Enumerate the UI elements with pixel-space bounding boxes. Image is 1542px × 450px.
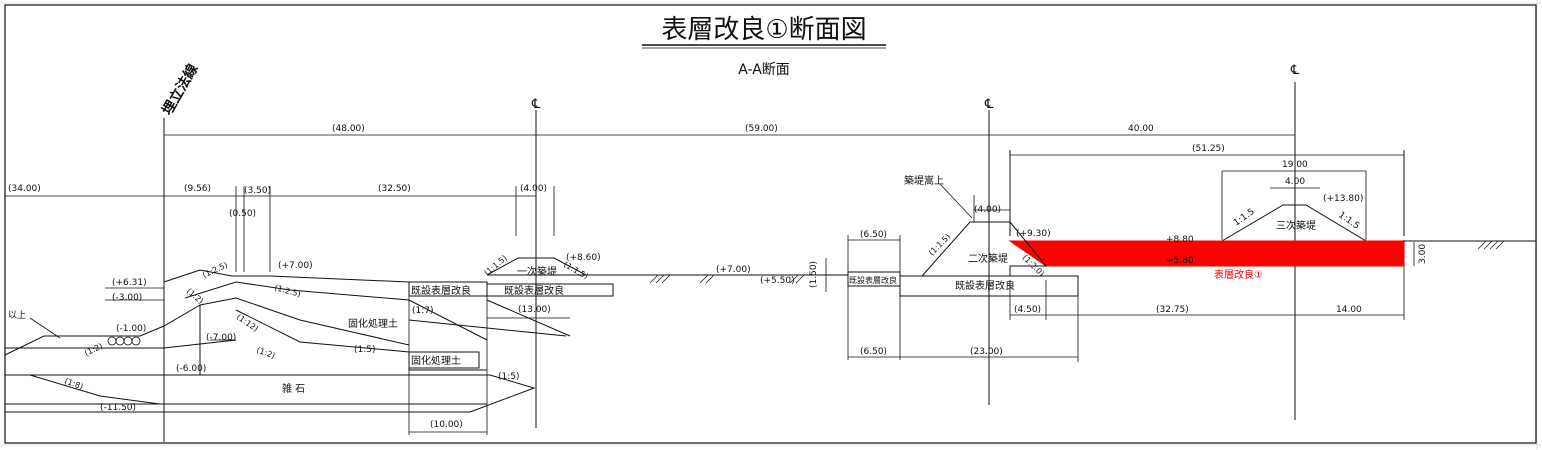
embankment-3-label: 三次築堤 <box>1276 219 1316 232</box>
elev-m100: (-1.00) <box>116 324 146 334</box>
elev-p700b: (+7.00) <box>716 265 751 275</box>
slope-1-25a: (1:2.5) <box>201 260 229 279</box>
elev-m700: (-7.00) <box>206 333 236 343</box>
reclamation-line-label: 埋立法線 <box>159 61 202 118</box>
dim-400b: (4.00) <box>974 205 1001 215</box>
solidified-soil-label-2: 固化処理土 <box>411 354 461 367</box>
left-section-lines <box>4 269 571 442</box>
slope-1-5-right: 1:1.5 <box>1336 210 1361 231</box>
dim-400a: (4.00) <box>520 184 547 194</box>
elev-p631: (+6.31) <box>112 278 147 288</box>
leader-above <box>29 317 61 339</box>
surface-improvement-label: 表層改良① <box>1214 268 1263 281</box>
centerline-mark-2: ℄ <box>984 97 994 112</box>
above-label: 以上 <box>8 310 26 321</box>
embankment-2-label: 二次築堤 <box>968 252 1008 265</box>
elev-m300: (-3.00) <box>112 293 142 303</box>
slope-1-5-left: 1:1.5 <box>1232 207 1257 228</box>
slope-1-2a: (1:2) <box>185 287 205 306</box>
elev-m600: (-6.00) <box>176 364 206 374</box>
elev-p930: (+9.30) <box>1016 229 1051 239</box>
ground-hatch-right <box>1477 240 1505 250</box>
centerline-mark-1: ℄ <box>531 97 541 112</box>
existing-improvement-label-3: 既設表層改良 <box>955 279 1015 292</box>
dim-650a: (6.50) <box>860 230 887 240</box>
slope-1-2c: (1:2) <box>83 342 104 358</box>
existing-improvement-label-4: 既設表層改良 <box>849 275 897 285</box>
dim-050: (0.50) <box>229 209 256 219</box>
elev-580: +5.80 <box>1166 256 1194 266</box>
drawing-frame <box>4 4 1537 444</box>
elev-p700a: (+7.00) <box>278 261 313 271</box>
labels: 一次築堤 二次築堤 三次築堤 既設表層改良 既設表層改良 既設表層改良 既設表層… <box>8 174 1316 395</box>
embankment-1-shape <box>486 257 587 276</box>
dim-19: 19.00 <box>1282 160 1308 170</box>
elevation-labels: (+6.31) (-3.00) (-1.00) (-7.00) (-6.00) … <box>100 194 1363 413</box>
dim-3250: (32.50) <box>378 184 411 194</box>
dim-400top: 4.00 <box>1285 177 1305 187</box>
dim-40: 40.00 <box>1128 124 1154 134</box>
existing-improvement-label-2: 既設表層改良 <box>504 284 564 297</box>
dim-59: (59.00) <box>745 124 778 134</box>
dim-1000: (10.00) <box>430 420 463 430</box>
elev-p550: (+5.50) <box>760 276 795 286</box>
crest-label: 築堤嵩上 <box>904 174 944 187</box>
elev-p860: (+8.60) <box>566 253 601 263</box>
dim-650b: (6.50) <box>860 347 887 357</box>
dim-34: (34.00) <box>8 184 41 194</box>
slope-1-15b: (1:1.5) <box>562 260 590 281</box>
dimension-lines <box>5 134 1415 435</box>
rubble-circles <box>107 336 141 346</box>
drawing-subtitle: A-A断面 <box>738 62 790 78</box>
slope-1-8: (1:8) <box>63 376 84 391</box>
solidified-soil-label-1: 固化処理土 <box>348 317 398 330</box>
dim-1400: 14.00 <box>1336 305 1362 315</box>
dimension-labels: (48.00) (59.00) 40.00 (51.25) 19.00 4.00… <box>8 124 1428 430</box>
dim-1300: (13.00) <box>518 305 551 315</box>
dim-5125: (51.25) <box>1192 144 1225 154</box>
leader-crest <box>939 183 973 219</box>
surface-improvement-band <box>1008 240 1405 267</box>
dim-956: (9.56) <box>184 184 211 194</box>
slope-1-25b: (1:2.5) <box>273 283 301 299</box>
dim-2300: (23.00) <box>970 347 1003 357</box>
slope-1-2b: (1:2) <box>255 345 276 360</box>
elev-880: +8.80 <box>1166 235 1194 245</box>
dim-48: (48.00) <box>332 124 365 134</box>
dim-3275: (32.75) <box>1156 305 1189 315</box>
slope-1-7: (1:7) <box>412 306 434 316</box>
existing-improvement-label-1: 既設表層改良 <box>411 284 471 297</box>
existing-improvement-box-3 <box>847 271 901 287</box>
slope-1-15c: (1:1.5) <box>927 232 952 257</box>
ground-hatch-mid <box>649 274 805 284</box>
drawing-title: 表層改良①断面図 <box>661 15 866 45</box>
dim-450: (4.50) <box>1014 305 1041 315</box>
dim-350: (3.50) <box>244 186 271 196</box>
slope-1-5b: (1:5) <box>498 372 520 382</box>
embankment-1-label: 一次築堤 <box>517 265 557 278</box>
rubble-label: 雑 石 <box>282 382 305 395</box>
centerline-mark-3: ℄ <box>1290 63 1300 78</box>
dim-150: (1.50) <box>809 261 819 288</box>
elev-p1380: (+13.80) <box>1323 194 1363 204</box>
slope-1-5: (1:5) <box>354 345 376 355</box>
dim-300: 3.00 <box>1418 244 1428 264</box>
elev-m1150: (-11.50) <box>100 403 136 413</box>
